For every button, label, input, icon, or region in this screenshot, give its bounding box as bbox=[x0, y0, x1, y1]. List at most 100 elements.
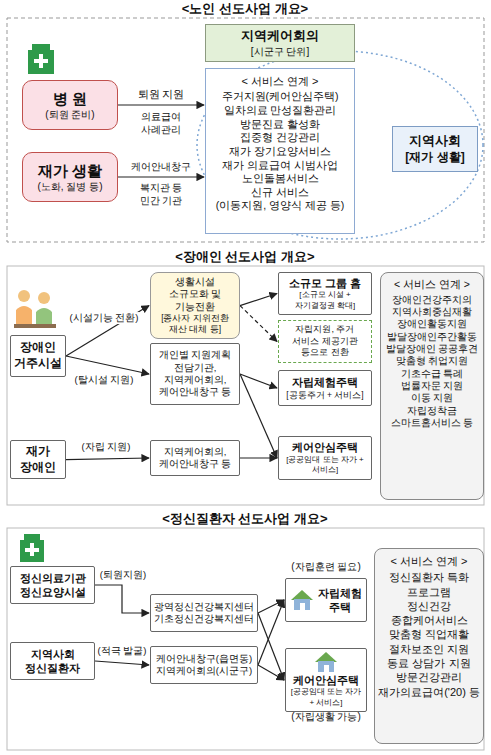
box-text: 재가 의료급여 시범사업 bbox=[222, 159, 338, 173]
box-text: 지역케어회의 bbox=[241, 28, 319, 45]
box-text: 지역케어회의(시군구) bbox=[156, 665, 252, 677]
box-text: 개인별 지원계획 전담기관, 지역케어회의, 케어안내창구 등 bbox=[154, 349, 236, 398]
box-text: [재가 생활] bbox=[405, 150, 464, 166]
house-roof bbox=[291, 590, 313, 600]
box-text: (이동지원, 영양식 제공 등) bbox=[216, 199, 345, 213]
box-text: < 서비스 연계 > bbox=[390, 554, 467, 568]
connector-arrow bbox=[118, 104, 204, 105]
hospital-icon bbox=[20, 534, 44, 562]
note-label: (자립생활 가능) bbox=[290, 711, 361, 724]
box-text: 자립체험 주택 bbox=[316, 586, 363, 615]
connector-arrow bbox=[240, 306, 277, 342]
hospital-icon bbox=[28, 44, 54, 74]
house-door bbox=[324, 665, 329, 672]
box-text: [시군구 단위] bbox=[251, 45, 309, 58]
box-text: 법률자문 지원 bbox=[401, 380, 464, 392]
house-icon bbox=[314, 651, 338, 673]
house-body bbox=[318, 661, 334, 672]
section-heading: <정신질환자 선도사업 개요> bbox=[161, 511, 328, 527]
connector-arrow bbox=[118, 176, 204, 177]
box-text: 정신건강 종합케어서비스 bbox=[378, 599, 480, 628]
box-text: [종사자 지위전환 재산 대체 등] bbox=[154, 313, 236, 335]
box-text: 케어안심주택 bbox=[292, 440, 358, 454]
box-text: (퇴원 준비) bbox=[45, 108, 94, 121]
people-icon bbox=[14, 290, 56, 328]
box-text: 재가 생활 bbox=[38, 161, 102, 181]
edge-label: 케어안내창구 bbox=[130, 161, 192, 174]
box-text: 절차보조인 지원 bbox=[389, 642, 469, 656]
box-text: 자립체험주택 bbox=[292, 375, 358, 389]
box-text: 스마트홈서비스 등 bbox=[391, 417, 474, 429]
edge-label: (퇴원지원) bbox=[99, 569, 147, 581]
process-box: 개인별 지원계획 전담기관, 지역케어회의, 케어안내창구 등 bbox=[150, 343, 240, 405]
process-box: 케어안심주택[공공임대 또는 자가 + 서비스] bbox=[285, 648, 367, 712]
box-text: 지역사회 정신질환자 bbox=[14, 647, 91, 676]
section-heading: <노인 선도사업 개요> bbox=[181, 1, 309, 17]
box-text: 광역정신건강복지센터 bbox=[154, 601, 254, 613]
box-text: 케어안내창구(읍면동) bbox=[156, 653, 252, 665]
edge-label: (적극 발굴) bbox=[97, 645, 148, 657]
box-text: 생활시설 소규모화 및 기능전환 bbox=[154, 276, 236, 313]
box-text: 재가 장애인 bbox=[14, 444, 62, 475]
box-text: [소규모 시설 + 자기결정권 확대] bbox=[282, 290, 368, 311]
connector-arrow bbox=[95, 585, 149, 613]
house-body bbox=[294, 599, 310, 610]
community-box: 지역사회[재가 생활] bbox=[392, 126, 478, 172]
box-text: [공공임대 또는 자가 + 서비스] bbox=[282, 455, 368, 476]
box-text: 장애인건강주치의 bbox=[392, 294, 472, 306]
section-heading: <장애인 선도사업 개요> bbox=[174, 249, 315, 265]
box-text: 동료 상담가 지원 bbox=[387, 656, 470, 670]
connector-arrow bbox=[240, 294, 277, 306]
process-box: 장애인 거주시설 bbox=[10, 335, 66, 377]
meeting-box: 지역케어회의[시군구 단위] bbox=[205, 24, 355, 62]
box-text: 맞춤형 취업지원 bbox=[396, 355, 469, 367]
box-text: 소규모 그룹 홈 bbox=[289, 276, 361, 290]
box-text: 주거지원(케어안심주택) bbox=[222, 90, 339, 104]
process-box: 광역정신건강복지센터기초정신건강복지센터 bbox=[150, 594, 258, 632]
box-text: 정신질환자 특화 프로그램 bbox=[378, 570, 480, 599]
box-text: 이동 지원 bbox=[411, 392, 454, 404]
process-box: 생활시설 소규모화 및 기능전환[종사자 지위전환 재산 대체 등] bbox=[150, 272, 240, 339]
box-text: 정신의료기관 정신요양시설 bbox=[14, 571, 91, 600]
box-text: 집중형 건강관리 bbox=[240, 131, 320, 145]
box-text: 지역케어회의, 케어안내창구 등 bbox=[154, 446, 236, 471]
box-text: 케어안심주택 bbox=[293, 673, 359, 687]
connector-arrow bbox=[66, 356, 149, 374]
box-text: < 서비스 연계 > bbox=[394, 278, 470, 292]
connector-arrow bbox=[258, 665, 284, 680]
connector-arrow bbox=[240, 457, 277, 458]
process-box: 정신의료기관 정신요양시설 bbox=[10, 566, 95, 604]
connector-arrow bbox=[66, 458, 149, 460]
box-text: [공동주거 + 서비스] bbox=[286, 390, 363, 401]
edge-label: (자립 지원) bbox=[81, 441, 132, 453]
note-label: 복지관 등 민간 기관 bbox=[131, 182, 191, 207]
box-text: 기초정신건강복지센터 bbox=[154, 613, 254, 625]
transition-box: 자립지원, 주거 서비스 제공기관 등으로 전환 bbox=[278, 320, 372, 363]
note-label: 의료급여 사례관리 bbox=[131, 111, 191, 136]
process-box: 소규모 그룹 홈[소규모 시설 + 자기결정권 확대] bbox=[278, 272, 372, 315]
box-text: [공공임대 또는 자가 + 서비스] bbox=[289, 687, 363, 708]
service-list-box: < 서비스 연계 >정신질환자 특화 프로그램정신건강 종합케어서비스맞춤형 직… bbox=[374, 548, 484, 744]
connector-arrow bbox=[66, 306, 149, 356]
section-panel bbox=[7, 18, 484, 242]
origin-box: 병 원(퇴원 준비) bbox=[22, 80, 118, 130]
connector-arrow bbox=[258, 613, 284, 680]
edge-label: (시설기능 전환) bbox=[69, 312, 140, 324]
community-ellipse bbox=[197, 51, 483, 239]
box-text: 병 원 bbox=[53, 89, 87, 109]
connector-arrow bbox=[95, 661, 149, 665]
box-text: 발달장애인 공공후견 bbox=[386, 343, 479, 355]
edge-label: (탈시설 지원) bbox=[74, 374, 135, 386]
process-box: 지역케어회의, 케어안내창구 등 bbox=[150, 440, 240, 476]
service-list-box: < 서비스 연계 >장애인건강주치의지역사회중심재활장애인활동지원발달장애인주간… bbox=[380, 272, 484, 500]
box-text: 장애인 거주시설 bbox=[14, 340, 62, 371]
connector-arrow bbox=[240, 374, 277, 458]
box-text: 방문진료 활성화 bbox=[240, 118, 320, 132]
process-box: 케어안심주택[공공임대 또는 자가 + 서비스] bbox=[278, 436, 372, 480]
box-text: 재가의료급여('20) 등 bbox=[378, 685, 480, 699]
box-text: 신규 서비스 bbox=[251, 186, 309, 200]
box-text: 지역사회중심재활 bbox=[392, 306, 472, 318]
box-text: (노화, 질병 등) bbox=[38, 180, 103, 193]
box-text: 방문건강관리 bbox=[396, 670, 462, 684]
